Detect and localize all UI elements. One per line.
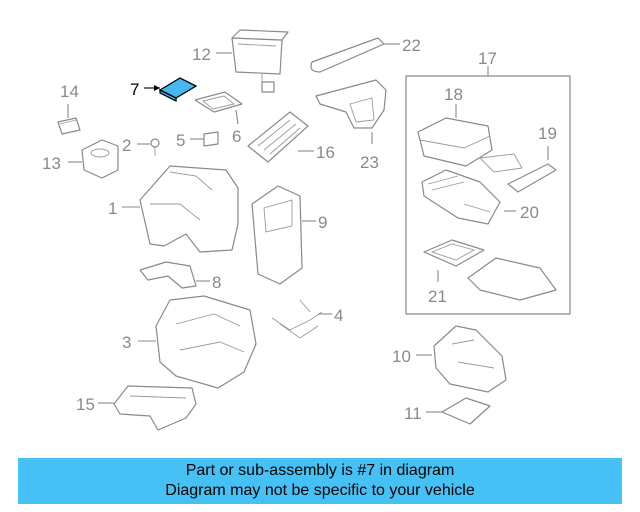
part-2-screw[interactable]	[150, 138, 160, 156]
part-1-console-body[interactable]	[139, 165, 239, 253]
callout-9: 9	[318, 213, 327, 232]
part-20-tray-assembly[interactable]	[421, 169, 501, 225]
callout-1: 1	[108, 199, 117, 218]
leader-6	[235, 109, 239, 125]
callout-11: 11	[404, 404, 422, 423]
callout-17: 17	[478, 49, 497, 68]
part-13-cup-holder[interactable]	[81, 139, 119, 179]
arrowhead-7	[154, 85, 160, 91]
callout-6: 6	[232, 127, 241, 146]
callout-19: 19	[538, 124, 557, 143]
part-23-bracket[interactable]	[315, 79, 387, 129]
part-19-trim-strip[interactable]	[479, 153, 557, 193]
part-15-duct[interactable]	[113, 385, 197, 431]
banner-line-disclaimer: Diagram may not be specific to your vehi…	[165, 482, 475, 499]
callout-2: 2	[122, 136, 131, 155]
info-banner: Part or sub-assembly is #7 in diagram Di…	[18, 458, 622, 504]
part-7-pad[interactable]	[158, 77, 198, 103]
callout-8: 8	[212, 273, 221, 292]
part-3-lower-console[interactable]	[155, 295, 257, 389]
callout-3: 3	[122, 333, 131, 352]
part-22-trim[interactable]	[310, 37, 385, 73]
callout-21: 21	[428, 287, 447, 306]
callout-22: 22	[402, 36, 421, 55]
part-4-wire-bracket[interactable]	[271, 299, 323, 339]
part-18-armrest-lid[interactable]	[417, 117, 493, 167]
part-8-duct[interactable]	[139, 261, 197, 289]
callout-18: 18	[444, 85, 463, 104]
part-14-cap[interactable]	[57, 117, 81, 135]
part-11-pad[interactable]	[441, 397, 491, 425]
parts-diagram: 12 22 7 6 14 2 5 13	[42, 29, 571, 431]
part-10-assembly[interactable]	[433, 325, 507, 393]
part-12-storage-bin[interactable]	[231, 29, 289, 93]
callout-16: 16	[316, 143, 335, 162]
banner-line-part: Part or sub-assembly is #7 in diagram	[185, 462, 455, 479]
part-21-mat[interactable]	[423, 239, 557, 301]
callout-5: 5	[176, 131, 185, 150]
callout-12: 12	[192, 45, 211, 64]
callout-14: 14	[60, 82, 79, 101]
callout-7: 7	[130, 80, 139, 99]
part-16-vent[interactable]	[247, 111, 309, 163]
callout-15: 15	[76, 395, 95, 414]
callout-20: 20	[520, 203, 539, 222]
part-9-rear-panel[interactable]	[251, 185, 303, 285]
callout-10: 10	[392, 347, 411, 366]
callout-13: 13	[42, 154, 61, 173]
callout-4: 4	[334, 306, 343, 325]
part-5-clip[interactable]	[203, 131, 219, 147]
part-6-tray[interactable]	[194, 91, 243, 113]
callout-23: 23	[360, 153, 379, 172]
